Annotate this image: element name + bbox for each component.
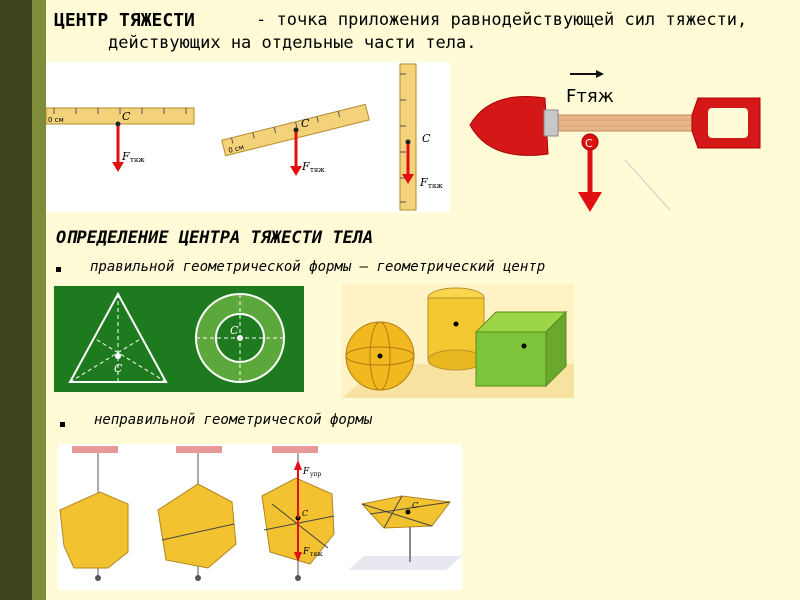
ruler3-center-dot <box>405 139 411 145</box>
bullet-1-marker <box>56 267 61 272</box>
ruler1-center-label: C <box>122 110 131 123</box>
shape3-center-label: C <box>302 509 308 518</box>
shovel-panel: Fтяж C <box>460 60 790 220</box>
cube-front <box>475 331 547 387</box>
ruler2-force-sub: тяж <box>310 166 325 174</box>
ruler3-center-label: C <box>422 132 431 145</box>
regular-shapes-board: C C <box>54 286 304 392</box>
irregular-shapes-panel: F упр C F тяж C <box>58 444 462 590</box>
section-heading: ОПРЕДЕЛЕНИЕ ЦЕНТРА ТЯЖЕСТИ ТЕЛА <box>56 228 374 248</box>
shovel-center-label: C <box>585 137 593 150</box>
triangle-center-dot <box>115 353 121 359</box>
shovel-force-label: Fтяж <box>566 86 614 107</box>
ruler1-zero-label: 0 см <box>48 116 64 124</box>
definition-line-1: - точка приложения равнодействующей сил … <box>256 10 748 30</box>
ruler1-force-label: F <box>121 150 130 163</box>
ruler2-force-label: F <box>301 160 310 173</box>
ring-center-label: C <box>230 324 239 337</box>
bullet-2-text: неправильной геометрической формы <box>94 412 373 428</box>
shovel-illustration: Fтяж C <box>469 70 761 212</box>
ruler2-zero-label: 0 см <box>228 143 245 155</box>
force-down-label: F <box>302 547 310 557</box>
force-up-label: F <box>302 467 310 477</box>
rulers-illustration: 0 см C F тяж 0 см C F тяж <box>46 63 443 211</box>
ruler3-force-sub: тяж <box>428 182 443 190</box>
ruler3-force-label: F <box>419 176 428 189</box>
bullet-2-marker <box>60 422 65 427</box>
rulers-panel: 0 см C F тяж 0 см C F тяж <box>46 62 450 212</box>
ruler2-center-label: C <box>301 117 310 130</box>
triangle-center-label: C <box>114 362 123 375</box>
irregular-shape-1 <box>59 491 129 569</box>
ruler-vertical: C F тяж <box>399 63 443 211</box>
shovel-blade <box>469 96 549 156</box>
ruler1-center-dot <box>115 121 121 127</box>
ruler1-force-sub: тяж <box>130 156 145 164</box>
bullet-1-text: правильной геометрической формы – геомет… <box>90 259 546 275</box>
left-decor-bar <box>0 0 32 600</box>
irregular-shape-2 <box>157 483 237 569</box>
definition-line-2: действующих на отдельные части тела. <box>108 33 477 53</box>
ruler-horizontal: 0 см C F тяж <box>46 107 195 172</box>
page-title: ЦЕНТР ТЯЖЕСТИ <box>54 10 195 31</box>
force-up-sub: упр <box>310 471 322 478</box>
force-down-sub: тяж <box>310 551 323 558</box>
ruler2-center-dot <box>293 127 299 133</box>
solids-panel <box>342 284 574 398</box>
shape4-center-label: C <box>412 501 418 510</box>
left-decor-stripe <box>32 0 46 600</box>
